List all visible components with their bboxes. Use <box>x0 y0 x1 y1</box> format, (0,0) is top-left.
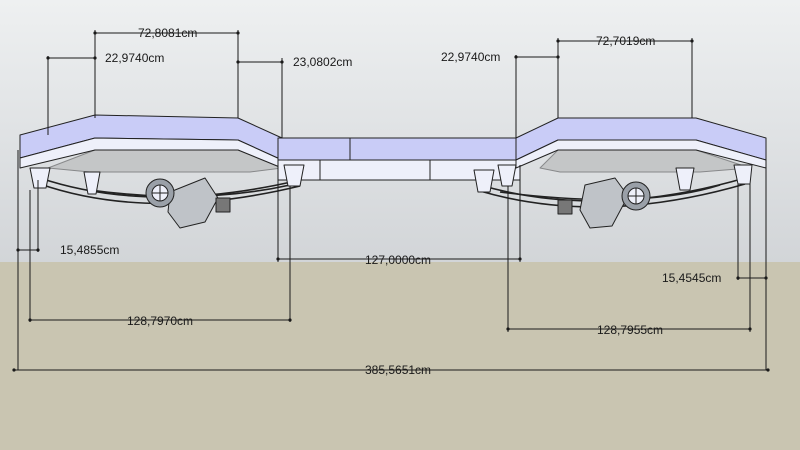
dim-front-right-segment: 23,0802cm <box>293 55 352 69</box>
dim-rear-overall: 72,7019cm <box>596 34 655 48</box>
dim-front-left-segment: 22,9740cm <box>105 51 164 65</box>
ground-plane <box>0 262 800 450</box>
front-bogie-frame[interactable] <box>19 114 283 173</box>
dim-rear-left-segment: 22,9740cm <box>441 50 500 64</box>
rear-bogie-frame[interactable] <box>515 117 767 173</box>
dim-total-length: 385,5651cm <box>365 363 431 377</box>
dim-front-overhang: 15,4855cm <box>60 243 119 257</box>
dim-front-bogie-span: 128,7970cm <box>127 314 193 328</box>
dim-front-overall: 72,8081cm <box>138 26 197 40</box>
rear-axle-hub <box>557 177 651 229</box>
dimension-lines <box>12 30 770 372</box>
dimension-labels: 72,8081cm 22,9740cm 23,0802cm 22,9740cm … <box>60 26 721 377</box>
dim-rear-overhang: 15,4545cm <box>662 271 721 285</box>
hanger-brackets <box>29 164 753 195</box>
front-axle-hub <box>145 177 231 229</box>
trailer-frame-model[interactable] <box>19 114 767 229</box>
dim-center-span: 127,0000cm <box>365 253 431 267</box>
dim-rear-bogie-span: 128,7955cm <box>597 323 663 337</box>
